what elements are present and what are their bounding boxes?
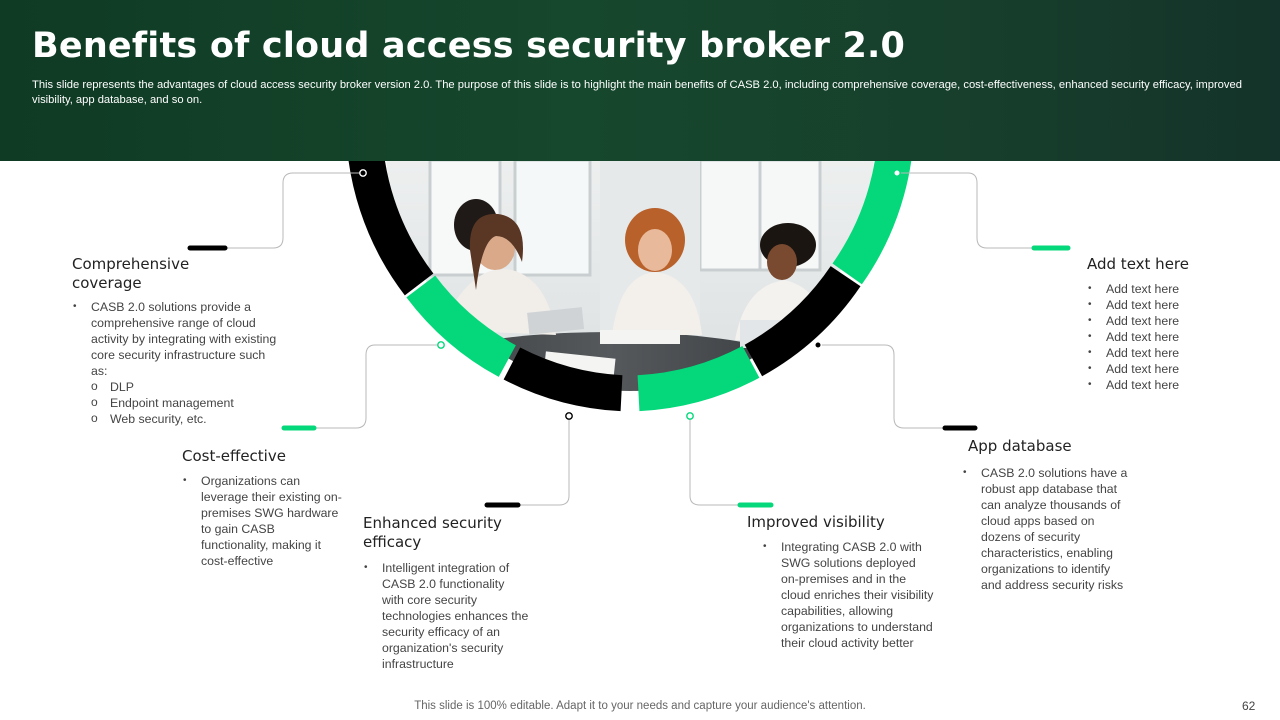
list-item: Integrating CASB 2.0 with SWG solutions …	[762, 539, 934, 651]
list-add-text: Add text here Add text here Add text her…	[1087, 281, 1237, 393]
list-enhanced-security-efficacy: Intelligent integration of CASB 2.0 func…	[363, 560, 529, 672]
heading-app-database: App database	[968, 437, 1072, 455]
heading-add-text: Add text here	[1087, 255, 1189, 273]
list-item: Add text here	[1087, 281, 1237, 297]
connector-lines	[223, 172, 1032, 506]
list-item: Organizations can leverage their existin…	[182, 473, 342, 569]
sub-item: DLP	[91, 378, 282, 395]
sub-item: Endpoint management	[91, 394, 282, 411]
team-meeting-photo	[386, 161, 874, 391]
heading-enhanced-security-efficacy: Enhanced security efficacy	[363, 514, 502, 551]
sublist: DLP Endpoint management Web security, et…	[91, 378, 282, 427]
list-item: Add text here	[1087, 297, 1237, 313]
list-item: Add text here	[1087, 377, 1237, 393]
bullet-text: CASB 2.0 solutions provide a comprehensi…	[91, 300, 277, 378]
page-number: 62	[1242, 699, 1256, 713]
sub-item: Web security, etc.	[91, 410, 282, 427]
list-comprehensive-coverage: CASB 2.0 solutions provide a comprehensi…	[72, 299, 282, 427]
header-banner: Benefits of cloud access security broker…	[0, 0, 1280, 161]
accent-bars	[187, 245, 1071, 508]
list-item: CASB 2.0 solutions provide a comprehensi…	[72, 299, 282, 427]
ring	[348, 161, 912, 412]
list-cost-effective: Organizations can leverage their existin…	[182, 473, 342, 569]
connector-dots	[359, 169, 901, 420]
list-improved-visibility: Integrating CASB 2.0 with SWG solutions …	[762, 539, 934, 651]
slide-title: Benefits of cloud access security broker…	[32, 26, 906, 66]
list-item: Intelligent integration of CASB 2.0 func…	[363, 560, 529, 672]
footer-note: This slide is 100% editable. Adapt it to…	[414, 700, 866, 712]
list-item: Add text here	[1087, 313, 1237, 329]
list-item: CASB 2.0 solutions have a robust app dat…	[962, 465, 1128, 593]
slide-subtitle: This slide represents the advantages of …	[32, 79, 1242, 106]
heading-improved-visibility: Improved visibility	[747, 513, 885, 531]
list-item: Add text here	[1087, 361, 1237, 377]
heading-cost-effective: Cost-effective	[182, 447, 286, 465]
list-item: Add text here	[1087, 329, 1237, 345]
heading-comprehensive-coverage: Comprehensive coverage	[72, 255, 190, 292]
list-item: Add text here	[1087, 345, 1237, 361]
list-app-database: CASB 2.0 solutions have a robust app dat…	[962, 465, 1128, 593]
